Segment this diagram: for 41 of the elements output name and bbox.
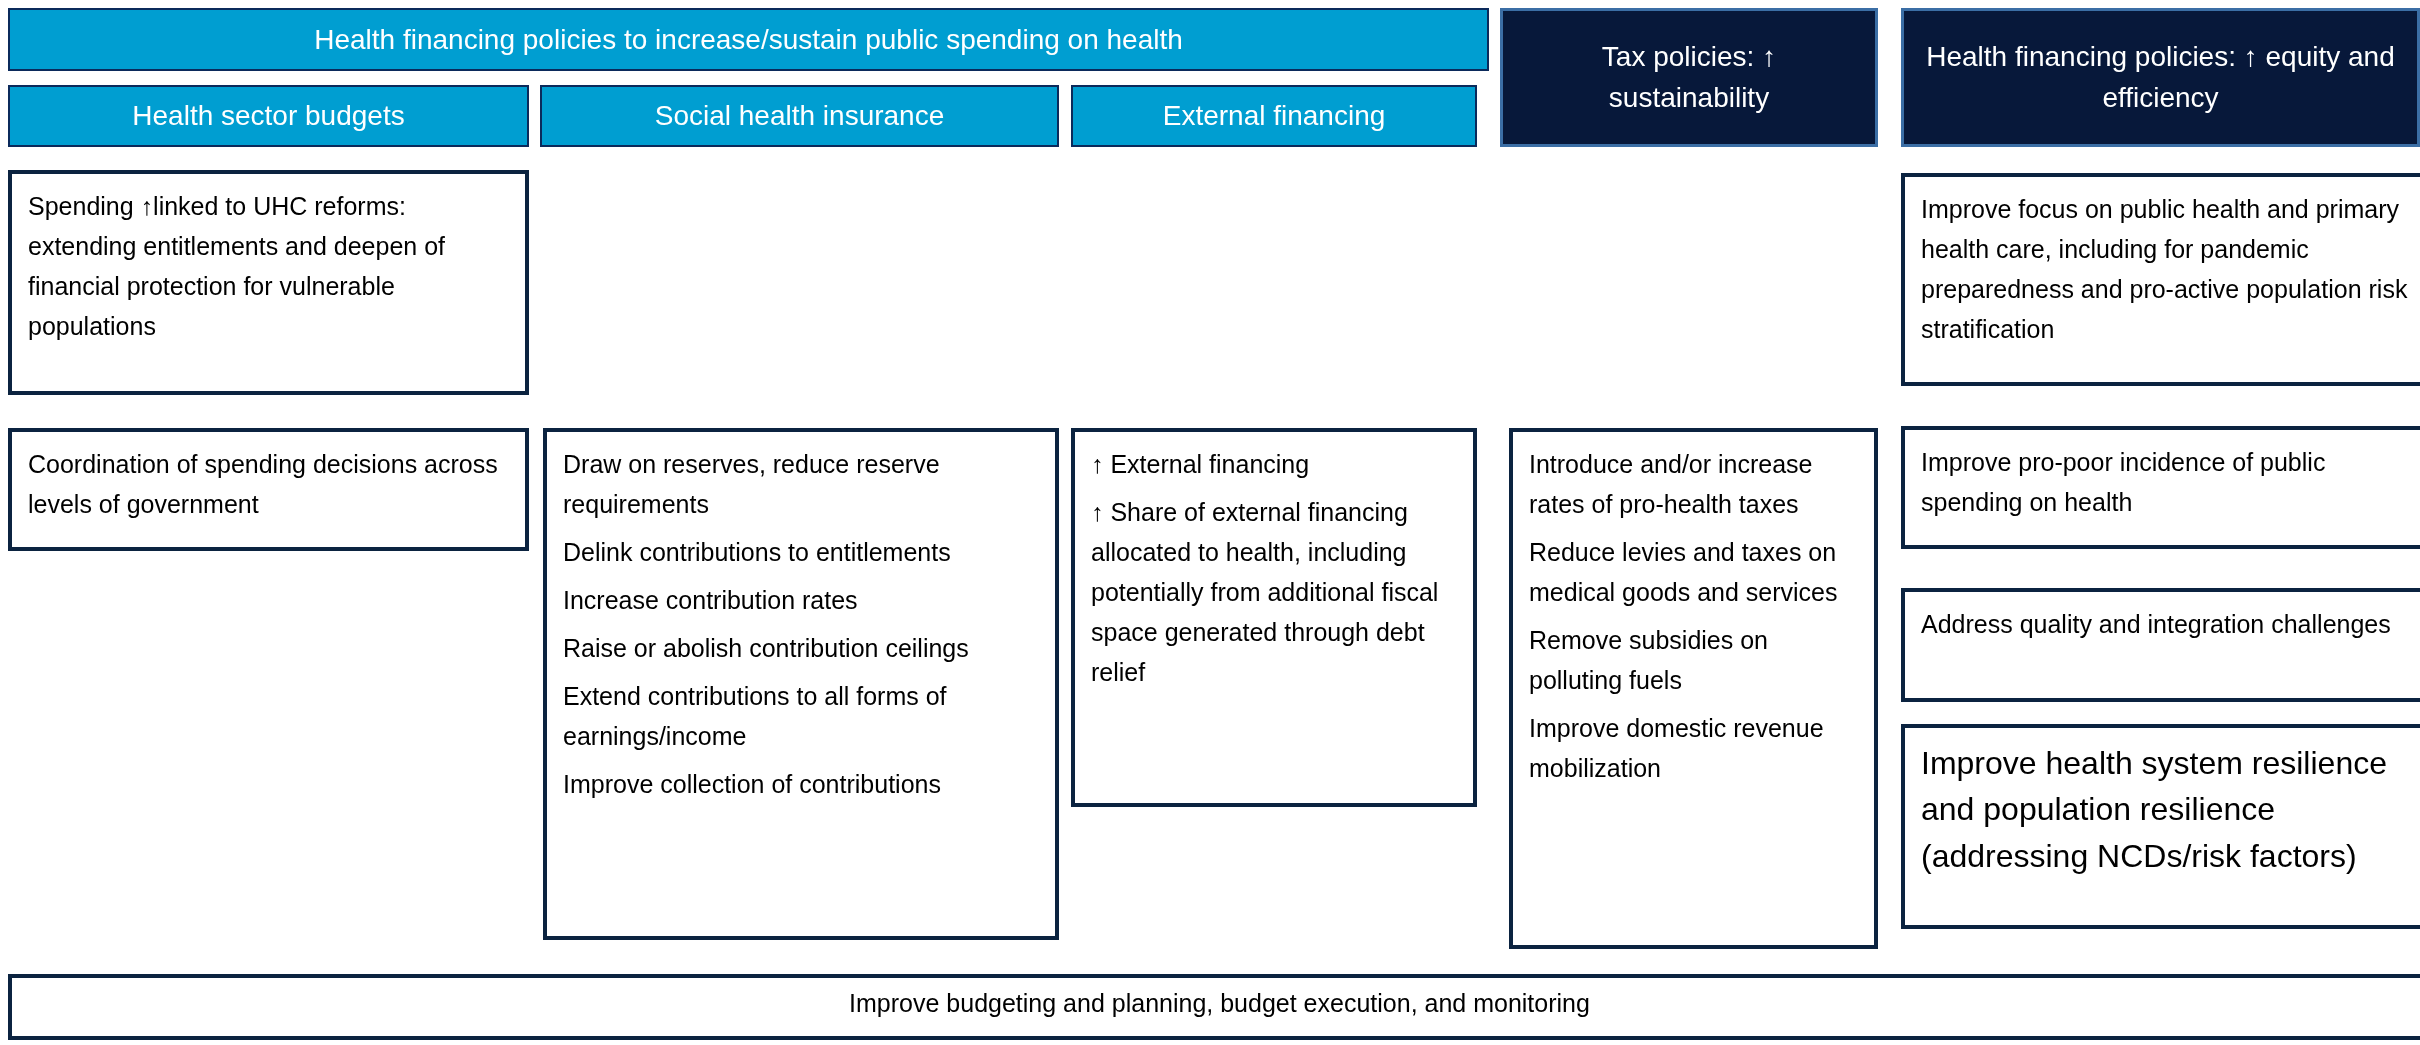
list-item: ↑ External financing bbox=[1091, 449, 1311, 480]
header-text: Tax policies: ↑ sustainability bbox=[1600, 39, 1778, 115]
header-text: Health financing policies: ↑ equity and efficiency bbox=[1925, 39, 2396, 115]
list-item: Reduce levies and taxes on medical goods and services bbox=[1529, 537, 1839, 608]
list-item: Extend contributions to all forms of earnings/income bbox=[563, 681, 948, 752]
box-text: Coordination of spending decisions across levels of government bbox=[28, 449, 499, 520]
text-box bbox=[8, 428, 529, 551]
list-item: Improve collection of contributions bbox=[563, 769, 942, 800]
text-box bbox=[8, 974, 2420, 1040]
box-text: Improve focus on public health and primary health care, including for pandemic preparedness and pro-active population risk stratification bbox=[1921, 194, 2409, 345]
header-banner bbox=[8, 8, 1489, 71]
list-item: Introduce and/or increase rates of pro-health taxes bbox=[1529, 449, 1814, 520]
header-text: Health sector budgets bbox=[132, 100, 405, 132]
box-text: Address quality and integration challenges bbox=[1921, 609, 2392, 640]
box-text: Improve pro-poor incidence of public spending on health bbox=[1921, 447, 2327, 518]
list-item: Draw on reserves, reduce reserve requirements bbox=[563, 449, 941, 520]
header-banner bbox=[1901, 8, 2420, 147]
list-item: Increase contribution rates bbox=[563, 585, 859, 616]
text-box bbox=[1071, 428, 1477, 807]
text-box bbox=[1901, 173, 2420, 386]
list-item: ↑ Share of external financing allocated to health, including potentially from additional fiscal space generated through debt relief bbox=[1091, 497, 1440, 688]
text-box bbox=[1509, 428, 1878, 949]
box-text: Improve health system resilience and population resilience (addressing NCDs/risk factors) bbox=[1921, 744, 2388, 876]
header-banner bbox=[540, 85, 1059, 147]
header-text: Health financing policies to increase/sustain public spending on health bbox=[314, 23, 1183, 56]
header-text: External financing bbox=[1162, 100, 1386, 132]
list-item: Improve domestic revenue mobilization bbox=[1529, 713, 1825, 784]
header-banner bbox=[1500, 8, 1878, 147]
list-item: Delink contributions to entitlements bbox=[563, 537, 952, 568]
header-text: Social health insurance bbox=[654, 100, 945, 132]
text-box bbox=[1901, 724, 2420, 929]
text-box bbox=[8, 170, 529, 395]
list-item: Raise or abolish contribution ceilings bbox=[563, 633, 970, 664]
box-text: Spending ↑linked to UHC reforms: extending entitlements and deepen of financial protection for vulnerable populations bbox=[28, 191, 446, 342]
text-box bbox=[543, 428, 1059, 940]
text-box bbox=[1901, 588, 2420, 702]
list-item: Remove subsidies on polluting fuels bbox=[1529, 625, 1769, 696]
text-box bbox=[1901, 426, 2420, 549]
box-text: Improve budgeting and planning, budget execution, and monitoring bbox=[849, 988, 1590, 1019]
header-banner bbox=[8, 85, 529, 147]
header-banner bbox=[1071, 85, 1477, 147]
